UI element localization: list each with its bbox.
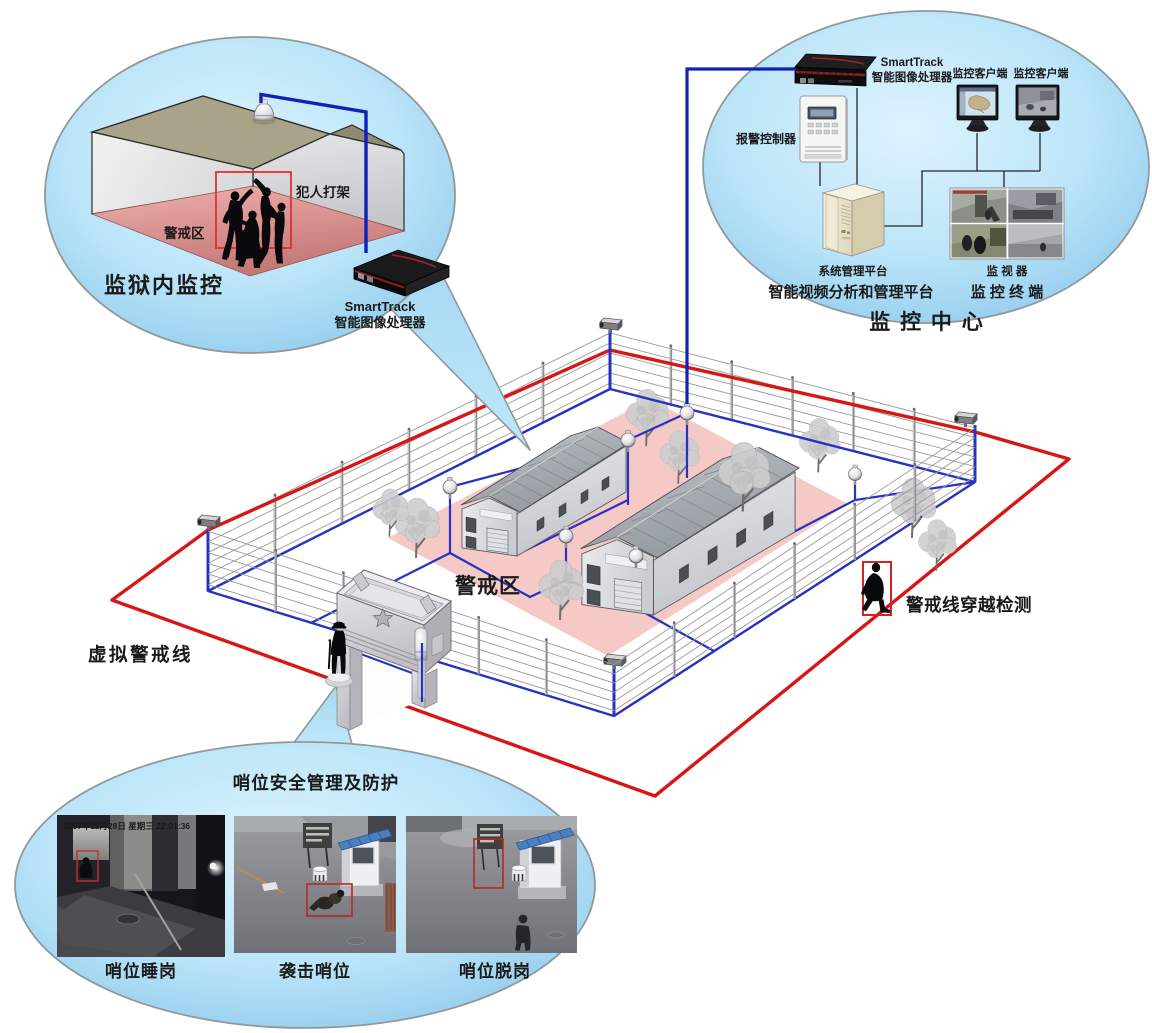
guard-figure [325, 621, 353, 688]
server-tower [821, 183, 886, 257]
center-wires [819, 88, 1041, 227]
barracks-building-1 [460, 426, 630, 557]
sentry-booth [337, 828, 393, 896]
smarttrack-device [352, 249, 451, 297]
corner-camera-bottom [603, 653, 627, 670]
quad-monitor [949, 187, 1065, 260]
room-dome-camera [252, 99, 276, 125]
sentry-bubble-title: 哨位安全管理及防护 [233, 773, 400, 793]
client1-label: 监控客户端 [953, 66, 1008, 80]
intruder-alert-box [862, 561, 892, 616]
sentry-drum-3 [511, 865, 527, 882]
leaving-sentry [515, 914, 531, 951]
smarttrack-name-label: SmartTrack [345, 299, 417, 314]
room-bubble-title: 监狱内监控 [104, 273, 224, 298]
intruder-crossing [861, 561, 892, 616]
prison-compound: 虚拟警戒线 警戒区 警戒线穿越检测 [88, 317, 1071, 798]
photo1-label: 哨位睡岗 [105, 961, 177, 981]
quad-monitor-label: 监 视 器 [987, 264, 1028, 278]
corner-camera-right [954, 411, 978, 428]
platform-label: 智能视频分析和管理平台 [768, 283, 933, 301]
center-bubble-title: 监 控 中 心 [869, 310, 985, 334]
sentry-bubble: 哨位安全管理及防护 2007年11月28日 星期三 22:01:36 哨位睡岗 [14, 741, 596, 1029]
sleeping-sentry [76, 850, 99, 882]
fighting-prisoners [222, 178, 286, 268]
photo1-timestamp: 2007年11月28日 星期三 22:01:36 [63, 821, 190, 831]
monitoring-center-bubble: SmartTrack 智能图像处理器 报警控制器 [702, 10, 1150, 334]
gate-house [336, 569, 452, 731]
photo2-label: 袭击哨位 [278, 961, 351, 981]
alarm-controller-label: 报警控制器 [736, 131, 797, 146]
client-monitor-1 [956, 84, 999, 132]
attacked-sentry [306, 883, 353, 917]
corner-camera-posts [206, 330, 977, 716]
notice-board [303, 823, 332, 869]
sentry-photo-2 [234, 816, 396, 953]
roof-seams [471, 434, 617, 505]
fight-label: 犯人打架 [295, 184, 350, 200]
prison-room-bubble: SmartTrack 智能图像处理器 犯人打架 警戒区 监狱内监控 [44, 36, 531, 451]
building-windows [536, 475, 610, 532]
client2-label: 监控客户端 [1014, 66, 1069, 80]
center-smarttrack-name: SmartTrack [881, 57, 944, 69]
room-zone-label: 警戒区 [164, 225, 205, 241]
terminal-label: 监 控 终 端 [971, 283, 1044, 301]
sentry-photo-1: 2007年11月28日 星期三 22:01:36 [57, 815, 225, 957]
center-smarttrack-device [794, 53, 877, 87]
camera-cable [259, 92, 368, 253]
smarttrack-desc-label: 智能图像处理器 [334, 315, 426, 330]
photo3-label: 哨位脱岗 [459, 961, 531, 981]
gate-star [372, 608, 394, 628]
empty-post-alert-box [473, 838, 504, 889]
riser-cable [685, 67, 796, 404]
alarm-controller [799, 95, 848, 163]
server-label: 系统管理平台 [819, 264, 888, 278]
virtual-line-label: 虚拟警戒线 [88, 644, 193, 665]
center-smarttrack-desc: 智能图像处理器 [872, 70, 953, 84]
sentry-photo-3 [406, 816, 577, 953]
sentry-booth-3 [515, 827, 575, 899]
crossing-label: 警戒线穿越检测 [905, 595, 1032, 615]
notice-board-3 [477, 824, 503, 871]
corner-camera-top [599, 317, 623, 334]
zone-label: 警戒区 [454, 574, 521, 598]
intruder-figure [861, 562, 891, 614]
fence-back [207, 332, 976, 586]
sentry-drum [312, 866, 328, 882]
client-monitor-2 [1015, 84, 1060, 132]
